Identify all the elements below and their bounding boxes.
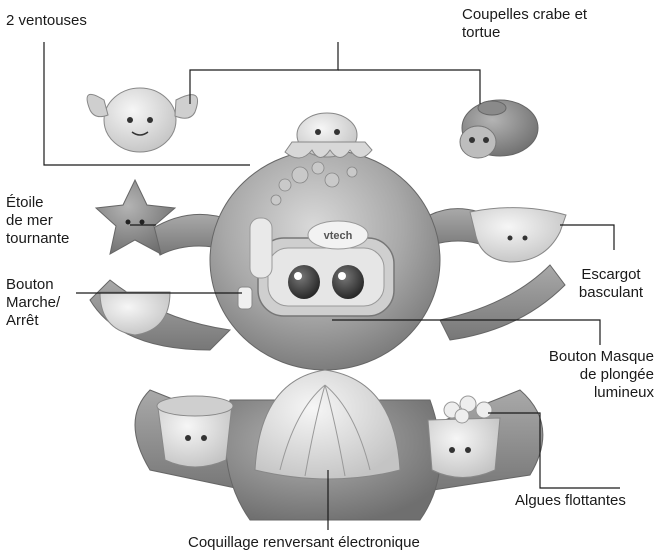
label-coupelles: Coupelles crabe et tortue	[462, 6, 587, 42]
label-masque: Bouton Masque de plongée lumineux	[549, 348, 654, 402]
label-bouton-marche: Bouton Marche/ Arrêt	[6, 276, 60, 330]
line-escargot	[560, 225, 614, 250]
label-etoile: Étoile de mer tournante	[6, 194, 69, 248]
label-algues: Algues flottantes	[515, 492, 626, 510]
brand-badge: vtech	[308, 221, 368, 249]
snail-cup	[470, 208, 566, 262]
brand-logo-text: vtech	[324, 230, 353, 242]
line-coupelles-tortue	[338, 70, 480, 104]
power-button[interactable]	[238, 287, 252, 309]
label-coquillage: Coquillage renversant électronique	[188, 534, 420, 552]
crab-cup	[87, 88, 198, 152]
label-escargot: Escargot basculant	[566, 266, 656, 302]
label-ventouses: 2 ventouses	[6, 12, 87, 30]
line-coupelles-crabe	[190, 42, 338, 104]
top-mini-octopus	[285, 113, 372, 158]
shell	[255, 370, 400, 479]
bottom-left-cup	[157, 396, 233, 467]
turtle-cup	[460, 100, 538, 158]
seaweed-cup	[428, 396, 500, 478]
